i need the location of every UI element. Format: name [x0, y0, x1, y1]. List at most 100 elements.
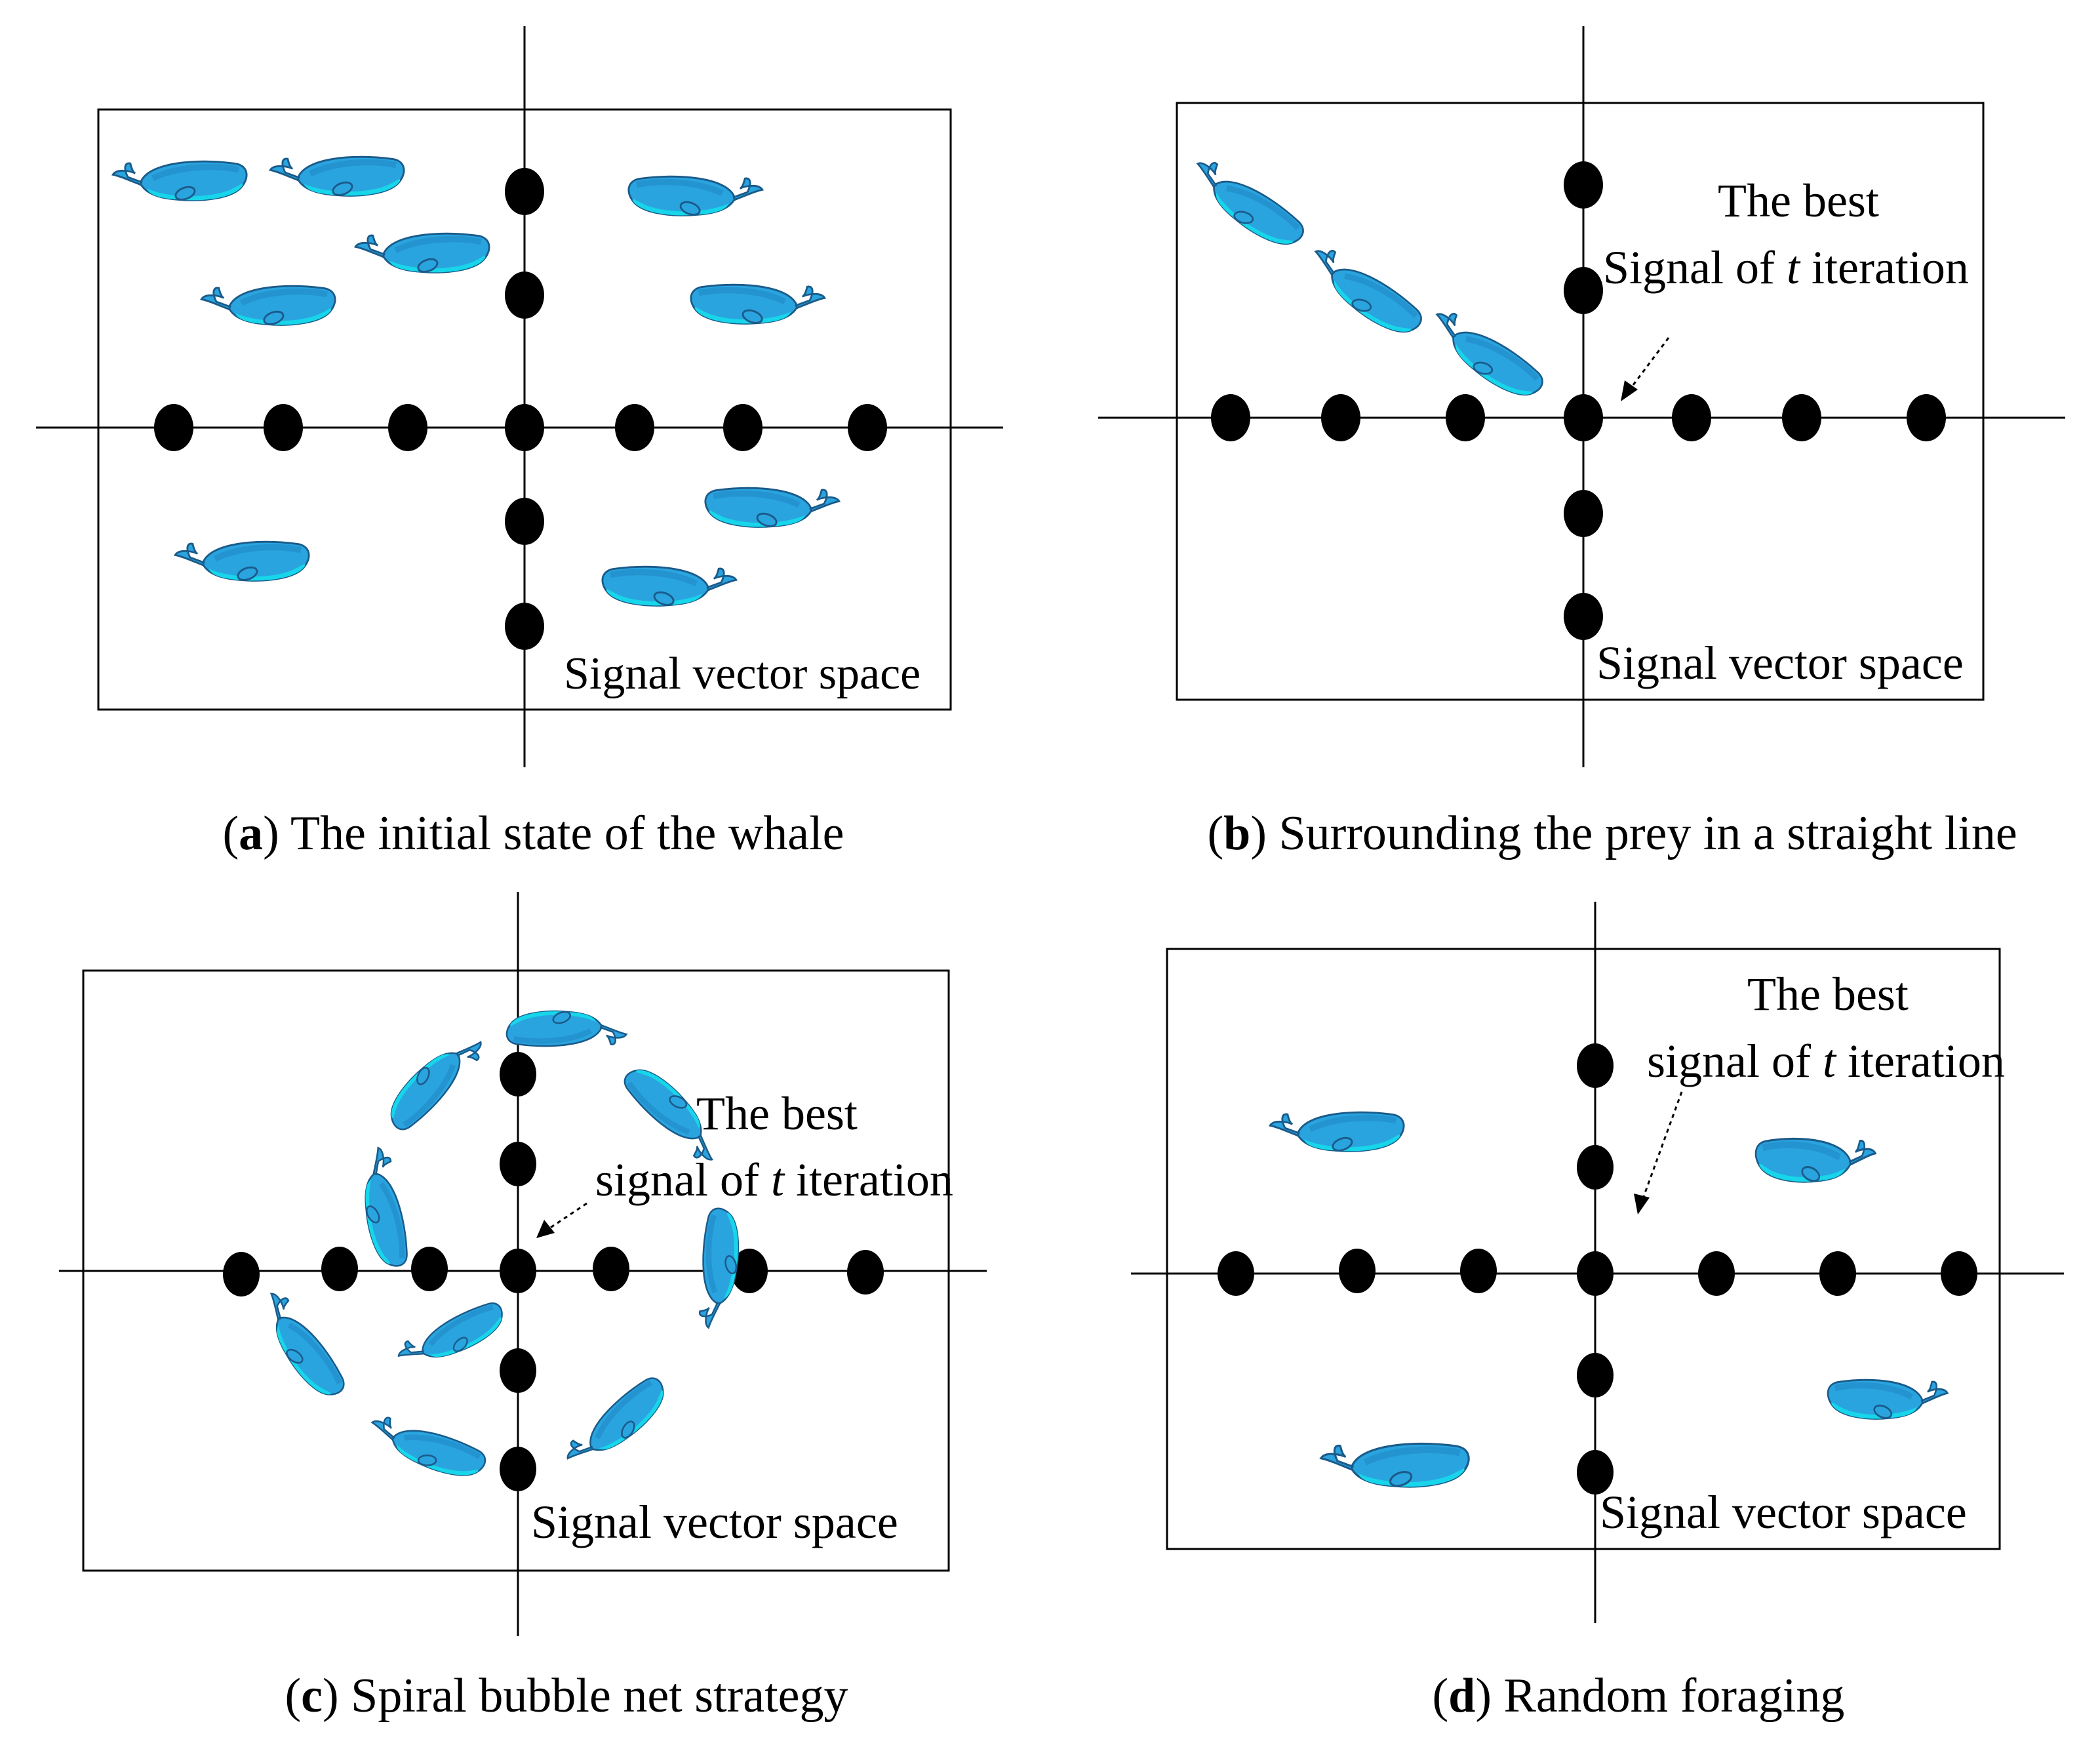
whale-icon [251, 1287, 349, 1405]
signal-dot [848, 404, 887, 451]
panel-a: Signal vector space (a) The initial stat… [36, 26, 1003, 860]
signal-dot [1941, 1251, 1977, 1296]
space-label: Signal vector space [564, 649, 921, 699]
signal-dots [1218, 1043, 1977, 1495]
signal-dot [1211, 394, 1250, 441]
whale-icon [355, 233, 489, 274]
best-label-line2: Signal of t iteration [1603, 241, 1969, 294]
signal-dot [1321, 394, 1360, 441]
signal-dot [1907, 394, 1946, 441]
signal-dot [500, 1348, 536, 1393]
whale-icon [364, 1411, 488, 1486]
best-pointer-arrow [1641, 1091, 1683, 1201]
whale-icon [1301, 241, 1427, 346]
signal-dot [1564, 161, 1603, 209]
arrow-head [1621, 380, 1638, 401]
space-label: Signal vector space [1596, 637, 1964, 689]
whale-icon [603, 567, 736, 607]
signal-dot [1698, 1251, 1735, 1296]
signal-dot [500, 1249, 536, 1293]
signal-dot [1577, 1145, 1614, 1190]
signal-dot [1564, 267, 1603, 314]
whale-icon [691, 285, 825, 325]
signal-dot [615, 404, 654, 451]
signal-dot [321, 1247, 358, 1291]
signal-dot [500, 1447, 536, 1491]
signal-dot [723, 404, 763, 451]
signal-dot [388, 404, 427, 451]
signal-dot [154, 404, 193, 451]
best-label-line1: The best [1747, 968, 1909, 1020]
signal-dot [505, 271, 544, 319]
whales [251, 1010, 743, 1487]
signal-dot [1577, 1043, 1614, 1088]
panel-b: The best Signal of t iteration Signal ve… [1098, 26, 2078, 860]
whales [113, 157, 839, 607]
whale-icon [175, 542, 309, 582]
signal-dot [1577, 1450, 1614, 1495]
signal-dots [1211, 161, 1946, 640]
whale-icon [705, 488, 839, 529]
whale-icon [270, 157, 404, 197]
signal-space-frame [1166, 948, 2001, 1550]
signal-dot [1446, 394, 1485, 441]
best-label-line1: The best [1718, 174, 1879, 227]
signal-dot [1218, 1251, 1254, 1296]
best-label-line2: signal of t iteration [1647, 1035, 2005, 1087]
whale-icon [1828, 1380, 1947, 1420]
signal-dots [154, 168, 887, 650]
space-label: Signal vector space [1600, 1486, 1967, 1538]
signal-dot [505, 168, 544, 215]
signal-dot [500, 1142, 536, 1186]
space-label: Signal vector space [531, 1496, 898, 1548]
whale-icon [629, 176, 763, 217]
whale-icon [697, 1207, 743, 1330]
signal-dot [500, 1052, 536, 1096]
signal-dot [1672, 394, 1711, 441]
whale-icon [560, 1373, 675, 1478]
signal-dot [1564, 490, 1603, 537]
signal-dot [1460, 1249, 1497, 1293]
signal-dot [847, 1250, 884, 1295]
panel-caption: (b) Surrounding the prey in a straight l… [1122, 807, 2078, 860]
best-label-line2: signal of t iteration [595, 1154, 953, 1206]
signal-dot [1564, 394, 1603, 441]
best-pointer-arrow [547, 1202, 587, 1231]
whale-icon [1422, 304, 1548, 409]
signal-dot [505, 603, 544, 650]
signal-dot [1577, 1251, 1614, 1296]
whale-icon [1270, 1112, 1404, 1153]
whales [1183, 153, 1548, 409]
best-pointer-arrow [1628, 337, 1670, 391]
arrow-head [1634, 1194, 1650, 1215]
signal-dots [223, 1052, 884, 1491]
whale-icon [394, 1298, 511, 1377]
signal-dot [593, 1247, 629, 1291]
whale-icon [1321, 1443, 1469, 1488]
signal-space-frame [1176, 102, 1985, 701]
signal-dot [264, 404, 303, 451]
panel-caption: (a) The initial state of the whale [138, 807, 905, 860]
whale-icon [507, 1010, 626, 1046]
signal-dot [1782, 394, 1821, 441]
whale-icon [201, 286, 335, 327]
best-label-line1: The best [696, 1087, 858, 1140]
whale-icon [379, 1025, 489, 1135]
signal-dot [411, 1247, 448, 1291]
signal-dot [731, 1249, 768, 1293]
panel-d: The best signal of t iteration Signal ve… [1131, 902, 2064, 1723]
signal-dot [1339, 1249, 1376, 1293]
whale-icon [113, 161, 247, 202]
whale-icon [1756, 1138, 1875, 1183]
panel-caption: (d) Random foraging [1347, 1669, 1905, 1723]
whale-icon [1183, 153, 1309, 258]
panel-c: The best signal of t iteration Signal ve… [59, 892, 987, 1723]
signal-dot [223, 1252, 260, 1297]
signal-dot [505, 404, 544, 451]
panel-caption: (c) Spiral bubble net strategy [200, 1669, 909, 1723]
signal-dot [1564, 593, 1603, 640]
arrow-head [536, 1220, 555, 1238]
signal-dot [1577, 1353, 1614, 1397]
signal-dot [505, 498, 544, 545]
